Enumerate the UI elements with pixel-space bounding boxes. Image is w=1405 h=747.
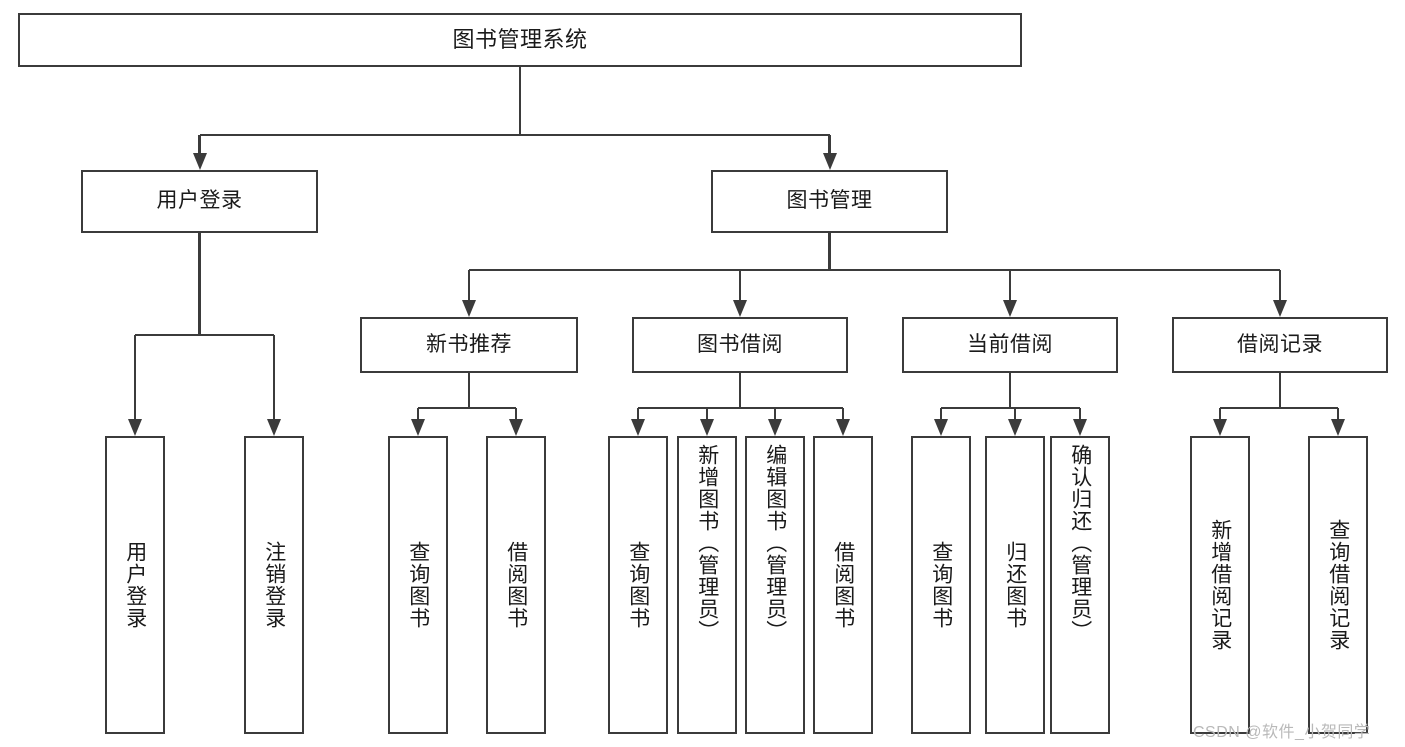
leaf-node[interactable]: 新增图书（管理员） bbox=[677, 436, 737, 734]
node-label: 查询图书 bbox=[626, 541, 650, 629]
node-borrow-record[interactable]: 借阅记录 bbox=[1172, 317, 1388, 373]
connector-arrowhead bbox=[192, 153, 207, 170]
connector-arrowhead bbox=[1008, 419, 1022, 436]
connector-line bbox=[1078, 408, 1082, 419]
connector-arrowhead bbox=[1273, 300, 1287, 317]
node-new-book-recommend[interactable]: 新书推荐 bbox=[360, 317, 578, 373]
node-book-management[interactable]: 图书管理 bbox=[711, 170, 948, 233]
connector-line bbox=[199, 133, 830, 137]
connector-arrowhead bbox=[822, 153, 837, 170]
connector-line bbox=[1278, 270, 1282, 300]
node-label: 新书推荐 bbox=[426, 332, 512, 356]
connector-arrowhead bbox=[267, 419, 281, 436]
connector-line bbox=[738, 373, 742, 408]
connector-arrowhead bbox=[631, 419, 645, 436]
connector-line bbox=[467, 373, 471, 408]
connector-line bbox=[1336, 408, 1340, 419]
leaf-node[interactable]: 查询图书 bbox=[608, 436, 668, 734]
node-label: 查询图书 bbox=[406, 541, 430, 629]
connector-line bbox=[133, 335, 137, 419]
connector-line bbox=[418, 406, 516, 410]
node-label: 查询借阅记录 bbox=[1326, 519, 1350, 651]
connector-line bbox=[514, 408, 518, 419]
leaf-node[interactable]: 用户登录 bbox=[105, 436, 165, 734]
node-label: 借阅图书 bbox=[831, 541, 855, 629]
connector-arrowhead bbox=[1003, 300, 1017, 317]
node-label: 新增图书（管理员） bbox=[695, 444, 719, 642]
connector-line bbox=[841, 408, 845, 419]
connector-line bbox=[941, 406, 1080, 410]
connector-arrowhead bbox=[836, 419, 850, 436]
connector-line bbox=[638, 406, 843, 410]
node-label: 借阅图书 bbox=[504, 541, 528, 629]
node-root-book-management-system[interactable]: 图书管理系统 bbox=[18, 13, 1022, 67]
connector-line bbox=[828, 233, 831, 270]
connector-arrowhead bbox=[934, 419, 948, 436]
connector-line bbox=[467, 270, 471, 300]
leaf-node[interactable]: 查询借阅记录 bbox=[1308, 436, 1368, 734]
csdn-watermark: CSDN @软件_小贺同学 bbox=[1193, 724, 1371, 741]
node-label: 编辑图书（管理员） bbox=[763, 444, 787, 642]
node-label: 用户登录 bbox=[156, 189, 243, 213]
connector-arrowhead bbox=[1073, 419, 1087, 436]
connector-line bbox=[198, 233, 201, 335]
node-user-login[interactable]: 用户登录 bbox=[81, 170, 318, 233]
leaf-node[interactable]: 借阅图书 bbox=[486, 436, 546, 734]
connector-line bbox=[198, 135, 201, 153]
connector-line bbox=[469, 268, 1280, 272]
leaf-node[interactable]: 归还图书 bbox=[985, 436, 1045, 734]
connector-line bbox=[1278, 373, 1282, 408]
connector-line bbox=[416, 408, 420, 419]
connector-line bbox=[939, 408, 943, 419]
connector-arrowhead bbox=[128, 419, 142, 436]
node-label: 借阅记录 bbox=[1237, 332, 1323, 356]
leaf-node[interactable]: 查询图书 bbox=[388, 436, 448, 734]
connector-line bbox=[1008, 270, 1012, 300]
node-current-borrow[interactable]: 当前借阅 bbox=[902, 317, 1118, 373]
connector-arrowhead bbox=[1213, 419, 1227, 436]
connector-line bbox=[1008, 373, 1012, 408]
node-label: 新增借阅记录 bbox=[1208, 519, 1232, 651]
leaf-node[interactable]: 注销登录 bbox=[244, 436, 304, 734]
node-label: 查询图书 bbox=[929, 541, 953, 629]
connector-line bbox=[636, 408, 640, 419]
node-label: 确认归还（管理员） bbox=[1068, 444, 1092, 642]
node-book-borrow[interactable]: 图书借阅 bbox=[632, 317, 848, 373]
node-label: 用户登录 bbox=[123, 541, 147, 629]
connector-arrowhead bbox=[411, 419, 425, 436]
connector-line bbox=[705, 408, 709, 419]
connector-line bbox=[738, 270, 742, 300]
node-label: 归还图书 bbox=[1003, 541, 1027, 629]
leaf-node[interactable]: 新增借阅记录 bbox=[1190, 436, 1250, 734]
connector-line bbox=[518, 67, 522, 135]
leaf-node[interactable]: 查询图书 bbox=[911, 436, 971, 734]
node-label: 当前借阅 bbox=[967, 332, 1053, 356]
connector-line bbox=[1218, 408, 1222, 419]
leaf-node[interactable]: 确认归还（管理员） bbox=[1050, 436, 1110, 734]
connector-line bbox=[135, 333, 274, 337]
connector-line bbox=[773, 408, 777, 419]
connector-arrowhead bbox=[768, 419, 782, 436]
connector-line bbox=[828, 135, 831, 153]
node-label: 注销登录 bbox=[262, 541, 286, 629]
connector-line bbox=[1013, 408, 1017, 419]
connector-arrowhead bbox=[1331, 419, 1345, 436]
leaf-node[interactable]: 借阅图书 bbox=[813, 436, 873, 734]
connector-arrowhead bbox=[733, 300, 747, 317]
connector-line bbox=[1220, 406, 1338, 410]
node-label: 图书借阅 bbox=[697, 332, 783, 356]
leaf-node[interactable]: 编辑图书（管理员） bbox=[745, 436, 805, 734]
connector-arrowhead bbox=[509, 419, 523, 436]
node-label: 图书管理系统 bbox=[452, 27, 588, 53]
connector-line bbox=[272, 335, 276, 419]
node-label: 图书管理 bbox=[786, 189, 873, 213]
connector-arrowhead bbox=[462, 300, 476, 317]
connector-arrowhead bbox=[700, 419, 714, 436]
